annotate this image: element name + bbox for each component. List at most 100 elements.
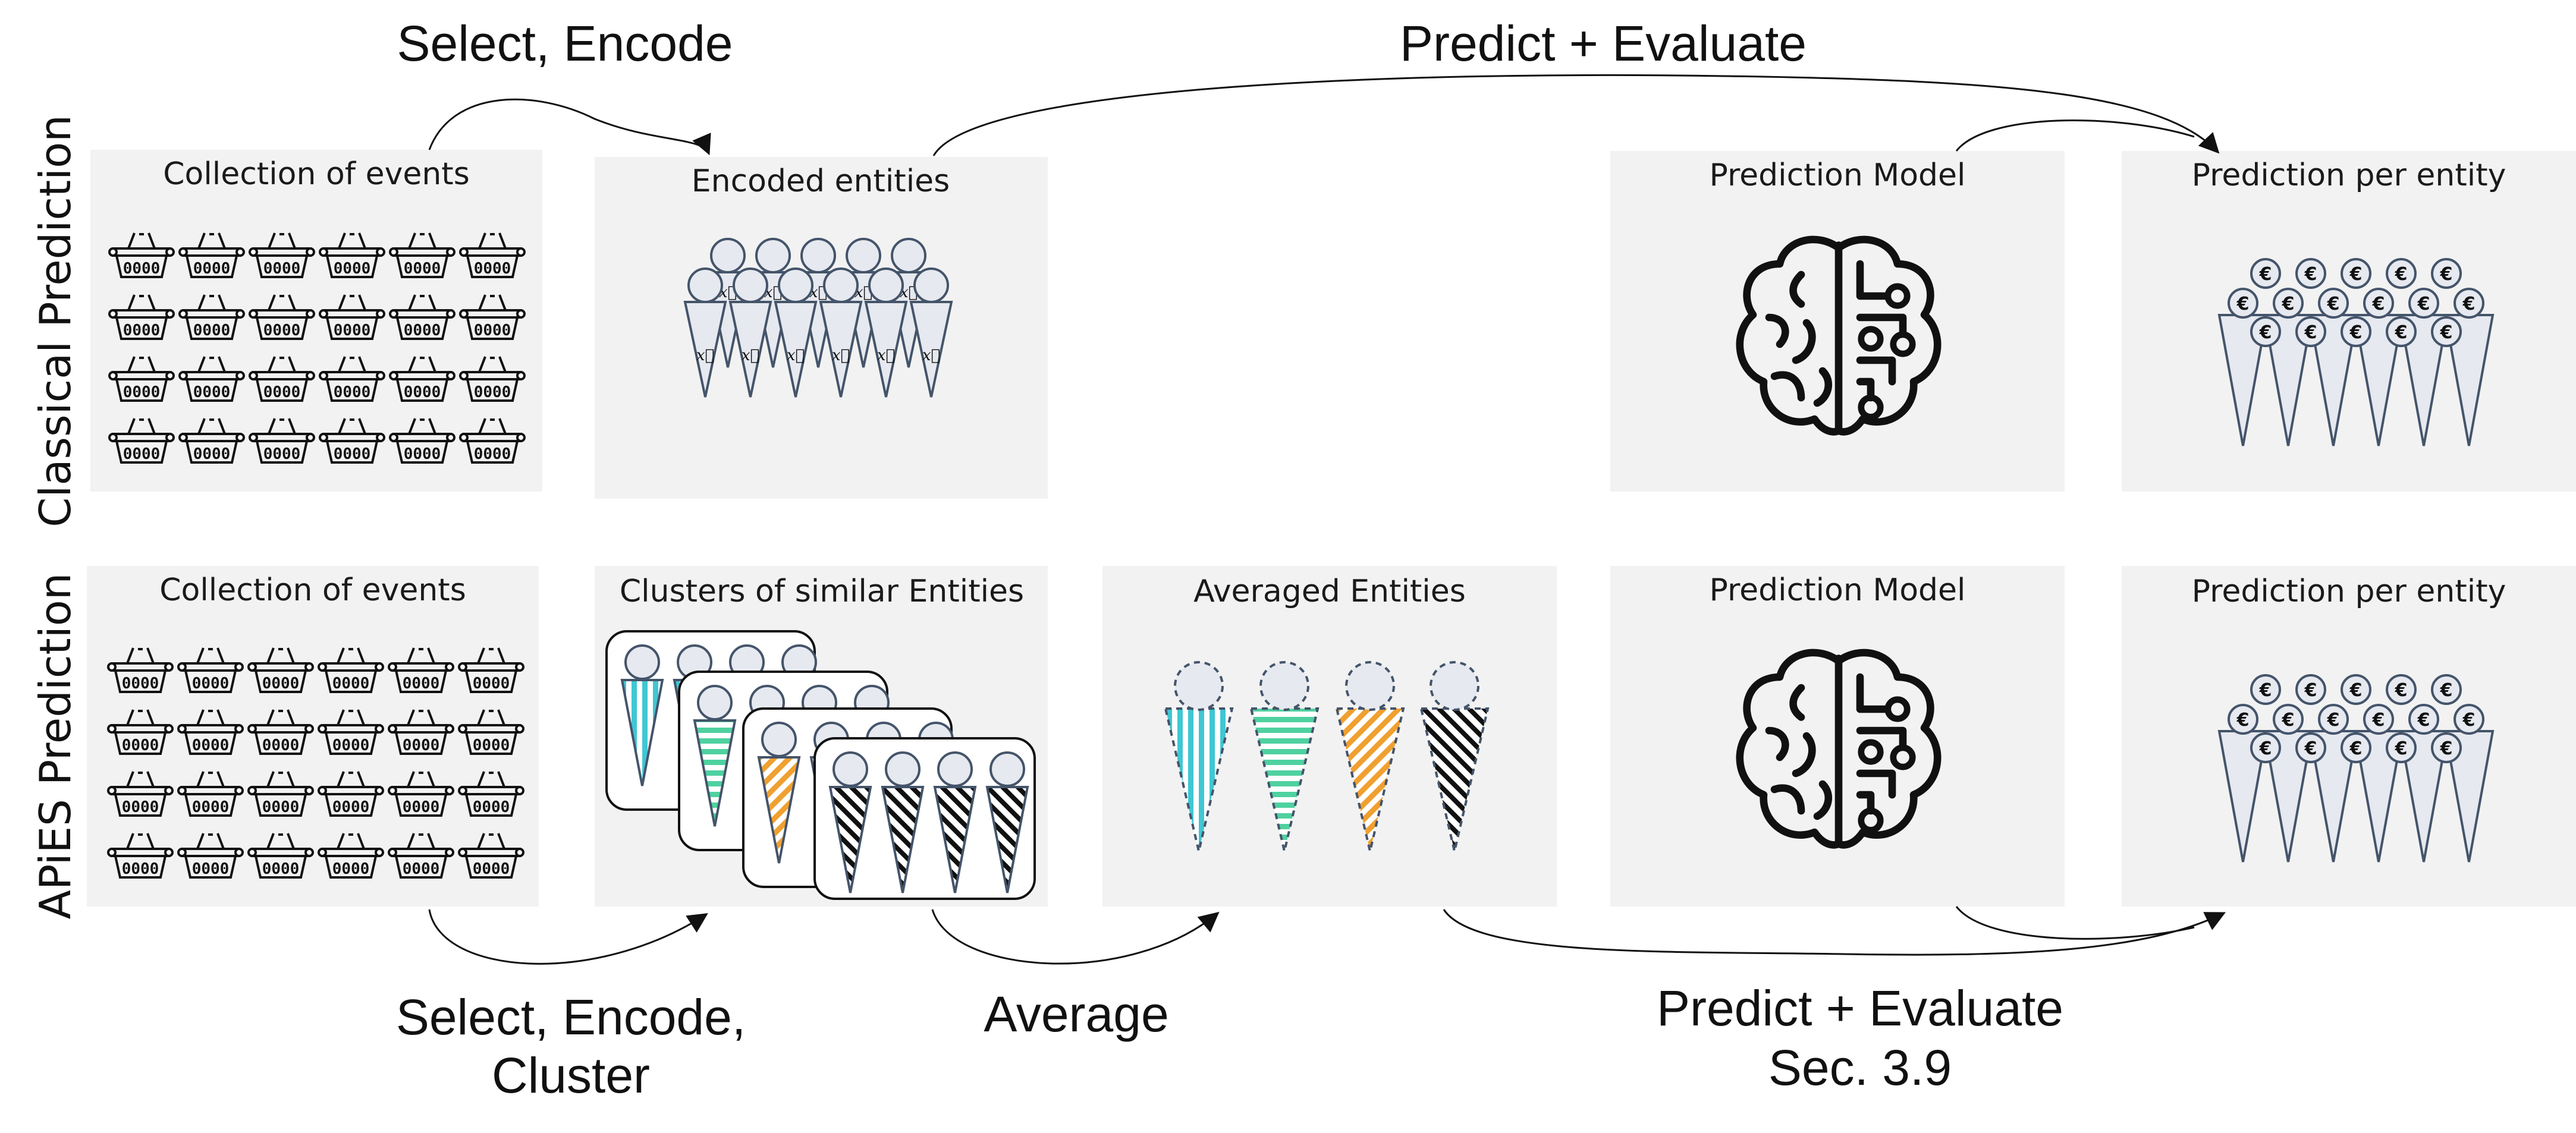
title-averaged: Averaged Entities [1193, 574, 1466, 609]
euro-head-icon: € [2295, 258, 2326, 289]
svg-text:€: € [2259, 680, 2272, 701]
basket-icon: 0000 [249, 417, 315, 464]
svg-text:€: € [2395, 322, 2408, 343]
euro-head-icon: € [2273, 704, 2304, 735]
basket-label: 0000 [334, 445, 371, 463]
basket-label: 0000 [404, 260, 441, 278]
basket-icon: 0000 [108, 417, 175, 464]
basket-label: 0000 [192, 737, 230, 754]
basket-label: 0000 [262, 860, 300, 878]
prediction-entities-icon: €€€€€€€€€€€€€€€€ [2217, 258, 2495, 446]
basket-icon: 0000 [388, 647, 454, 693]
svg-text:€: € [2304, 680, 2317, 701]
basket-icon: 0000 [178, 232, 245, 278]
basket-icon: 0000 [389, 355, 455, 402]
entity-icon: x⃗ [774, 267, 817, 398]
averaged-entity-icon [1335, 661, 1405, 852]
flow-label-section: Sec. 3.9 [1768, 1040, 1952, 1096]
euro-head-icon: € [2408, 704, 2439, 735]
euro-head-icon: € [2341, 258, 2371, 289]
basket-icon: 0000 [177, 770, 244, 817]
arrow-model-to-pred-bottom [1955, 906, 2195, 940]
arrow-average [931, 909, 1220, 965]
title-events-top: Collection of events [163, 156, 470, 192]
euro-head-icon: € [2295, 316, 2326, 347]
svg-text:€: € [2304, 322, 2317, 343]
basket-label: 0000 [263, 445, 301, 463]
flow-label-predict-evaluate-bottom: Predict + Evaluate [1657, 980, 2063, 1036]
basket-icon: 0000 [178, 294, 245, 340]
svg-text:€: € [2395, 264, 2408, 285]
basket-icon: 0000 [107, 647, 174, 693]
basket-label: 0000 [123, 383, 161, 401]
flow-label-cluster: Cluster [492, 1047, 650, 1103]
entity-icon: x⃗ [819, 267, 862, 398]
basket-label: 0000 [192, 675, 230, 693]
entity-icon: x⃗ [684, 267, 727, 398]
basket-label: 0000 [334, 322, 371, 339]
basket-label: 0000 [473, 737, 510, 754]
svg-text:€: € [2417, 294, 2430, 314]
entity-head [989, 751, 1025, 787]
svg-text:€: € [2372, 294, 2385, 314]
basket-icon: 0000 [247, 770, 314, 817]
euro-head-icon: € [2386, 732, 2417, 763]
basket-icon: 0000 [458, 709, 524, 755]
basket-label: 0000 [193, 445, 231, 463]
basket-label: 0000 [334, 383, 371, 401]
basket-icon: 0000 [108, 355, 175, 402]
basket-label: 0000 [193, 260, 231, 278]
basket-label: 0000 [262, 737, 300, 754]
cluster-card [813, 737, 1036, 900]
clusters-icon [605, 630, 1036, 900]
euro-head-icon: € [2318, 704, 2349, 735]
averaged-entity-icon [1419, 661, 1490, 852]
encoded-entities-icon: x⃗x⃗x⃗x⃗x⃗x⃗x⃗x⃗x⃗x⃗x⃗ [684, 238, 953, 398]
euro-head-icon: € [2250, 258, 2281, 289]
title-clusters: Clusters of similar Entities [620, 574, 1024, 609]
euro-head-icon: € [2250, 674, 2281, 705]
arrow-predict-bottom [1443, 909, 2226, 956]
euro-head-icon: € [2386, 674, 2417, 705]
euro-head-icon: € [2431, 316, 2462, 347]
basket-icon: 0000 [458, 832, 524, 879]
euro-head-icon: € [2228, 704, 2258, 735]
flow-label-select-encode: Select, Encode [397, 15, 733, 71]
basket-label: 0000 [263, 260, 301, 278]
vector-symbol: x⃗ [877, 347, 895, 364]
entity-icon: x⃗ [729, 267, 772, 398]
vector-symbol: x⃗ [832, 347, 850, 364]
entity-head [761, 722, 797, 757]
title-pred-bottom: Prediction per entity [2192, 574, 2506, 609]
row-label-classical: Classical Prediction [30, 115, 80, 527]
basket-icon: 0000 [319, 417, 385, 464]
basket-icon: 0000 [249, 355, 315, 402]
basket-label: 0000 [122, 737, 159, 754]
basket-icon: 0000 [458, 647, 524, 693]
basket-icon: 0000 [177, 709, 244, 755]
svg-text:€: € [2327, 710, 2340, 731]
basket-icon: 0000 [389, 294, 455, 340]
basket-label: 0000 [474, 260, 511, 278]
basket-label: 0000 [403, 737, 440, 754]
basket-icon: 0000 [178, 355, 245, 402]
basket-label: 0000 [473, 860, 510, 878]
basket-icon: 0000 [388, 770, 454, 817]
entity-icon: x⃗ [910, 267, 953, 398]
entity-head [885, 751, 921, 787]
svg-text:€: € [2440, 264, 2453, 285]
basket-label: 0000 [122, 860, 159, 878]
basket-icon: 0000 [459, 417, 526, 464]
svg-text:€: € [2440, 322, 2453, 343]
svg-text:€: € [2417, 710, 2430, 731]
entity-icon: x⃗ [865, 267, 907, 398]
basket-label: 0000 [332, 737, 370, 754]
basket-icon: 0000 [247, 832, 314, 879]
euro-head-icon: € [2431, 674, 2462, 705]
arrow-select-encode [428, 98, 711, 156]
title-model-top: Prediction Model [1710, 158, 1966, 193]
svg-text:€: € [2462, 710, 2476, 731]
svg-text:€: € [2395, 680, 2408, 701]
